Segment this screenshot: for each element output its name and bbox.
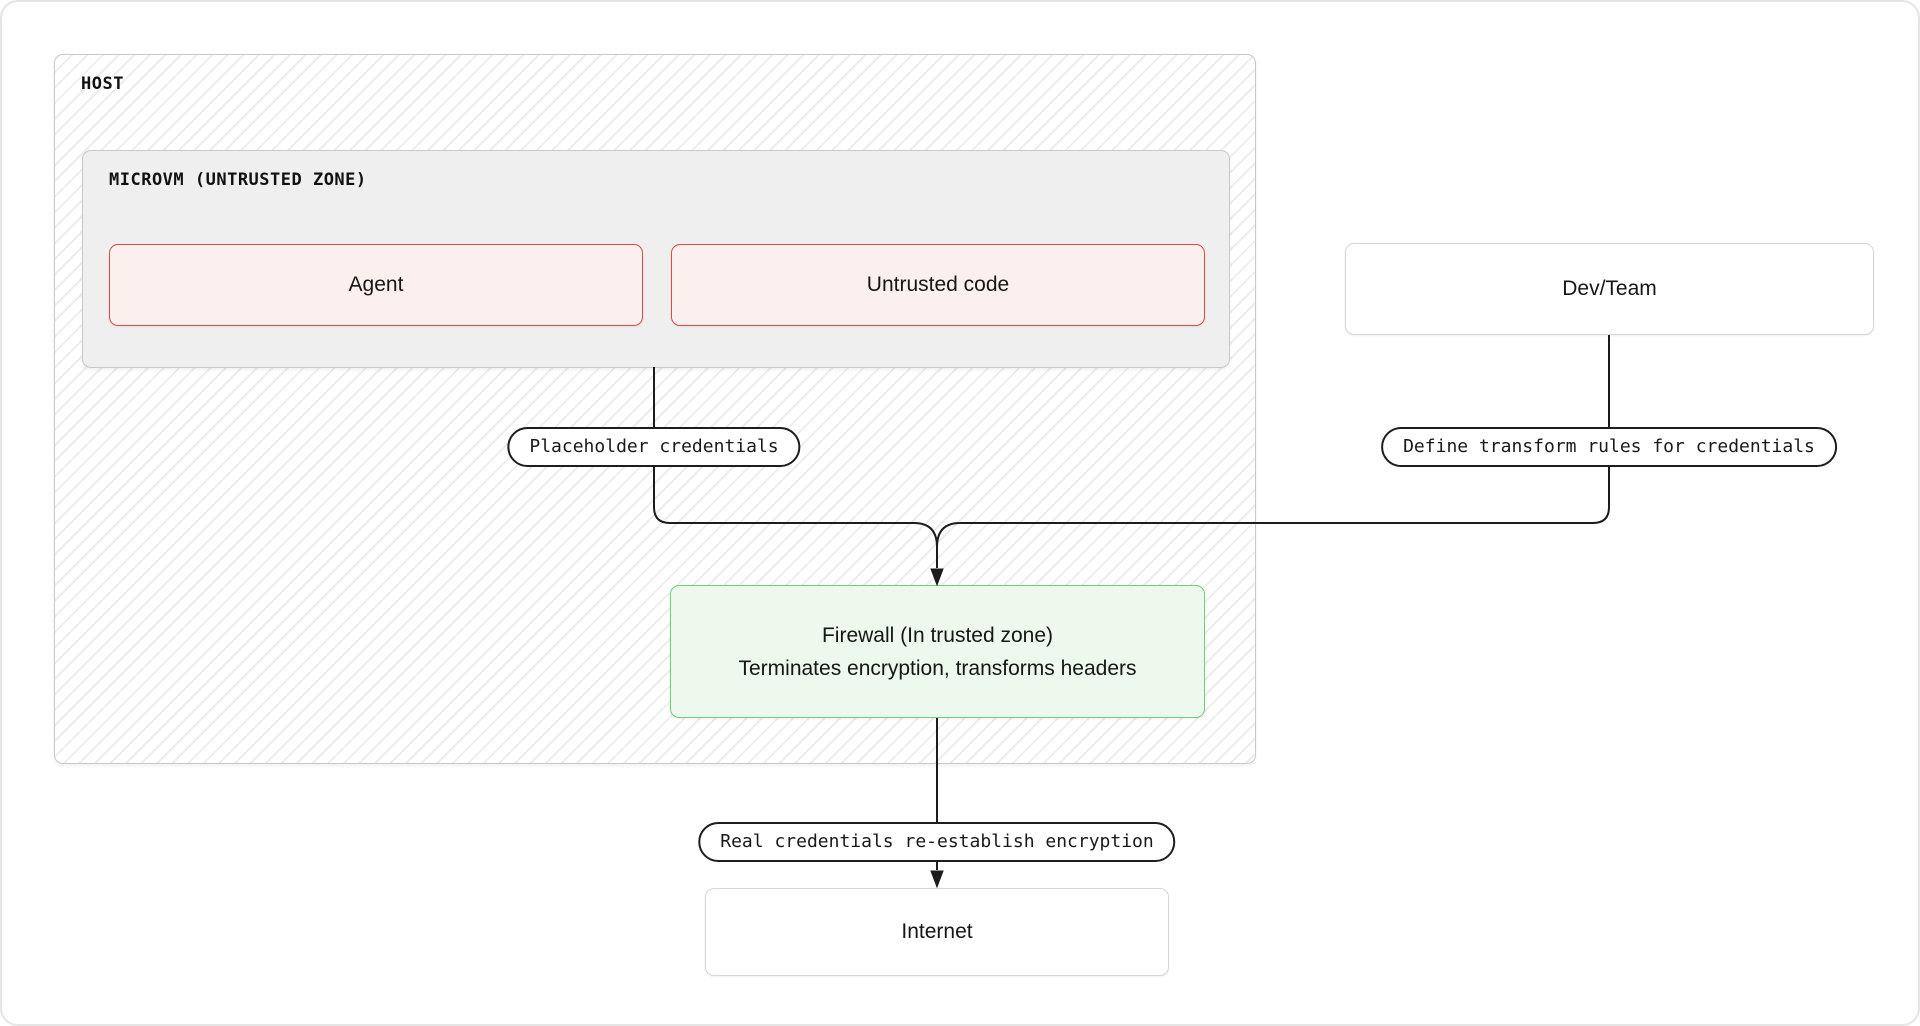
- agent-node: Agent: [109, 244, 643, 326]
- transform-rules-pill: Define transform rules for credentials: [1381, 427, 1837, 467]
- internet-node: Internet: [705, 888, 1169, 976]
- untrusted-code-node-label: Untrusted code: [866, 273, 1010, 296]
- dev-team-node: Dev/Team: [1345, 243, 1874, 335]
- internet-node-label: Internet: [901, 920, 973, 943]
- microvm-zone-label: MICROVM (UNTRUSTED ZONE): [109, 170, 367, 190]
- placeholder-credentials-pill: Placeholder credentials: [507, 427, 801, 467]
- host-zone-label: HOST: [81, 74, 124, 94]
- firewall-node-title: Firewall (In trusted zone): [821, 623, 1054, 647]
- microvm-zone: MICROVM (UNTRUSTED ZONE) Agent Untrusted…: [82, 150, 1230, 368]
- arrowhead-into-internet: [930, 870, 944, 889]
- microvm-node-row: Agent Untrusted code: [109, 244, 1205, 326]
- real-credentials-pill: Real credentials re-establish encryption: [698, 822, 1176, 862]
- dev-team-node-label: Dev/Team: [1562, 277, 1657, 300]
- firewall-node: Firewall (In trusted zone) Terminates en…: [670, 585, 1205, 718]
- firewall-node-subtitle: Terminates encryption, transforms header…: [738, 656, 1137, 680]
- untrusted-code-node: Untrusted code: [671, 244, 1205, 326]
- agent-node-label: Agent: [348, 273, 404, 296]
